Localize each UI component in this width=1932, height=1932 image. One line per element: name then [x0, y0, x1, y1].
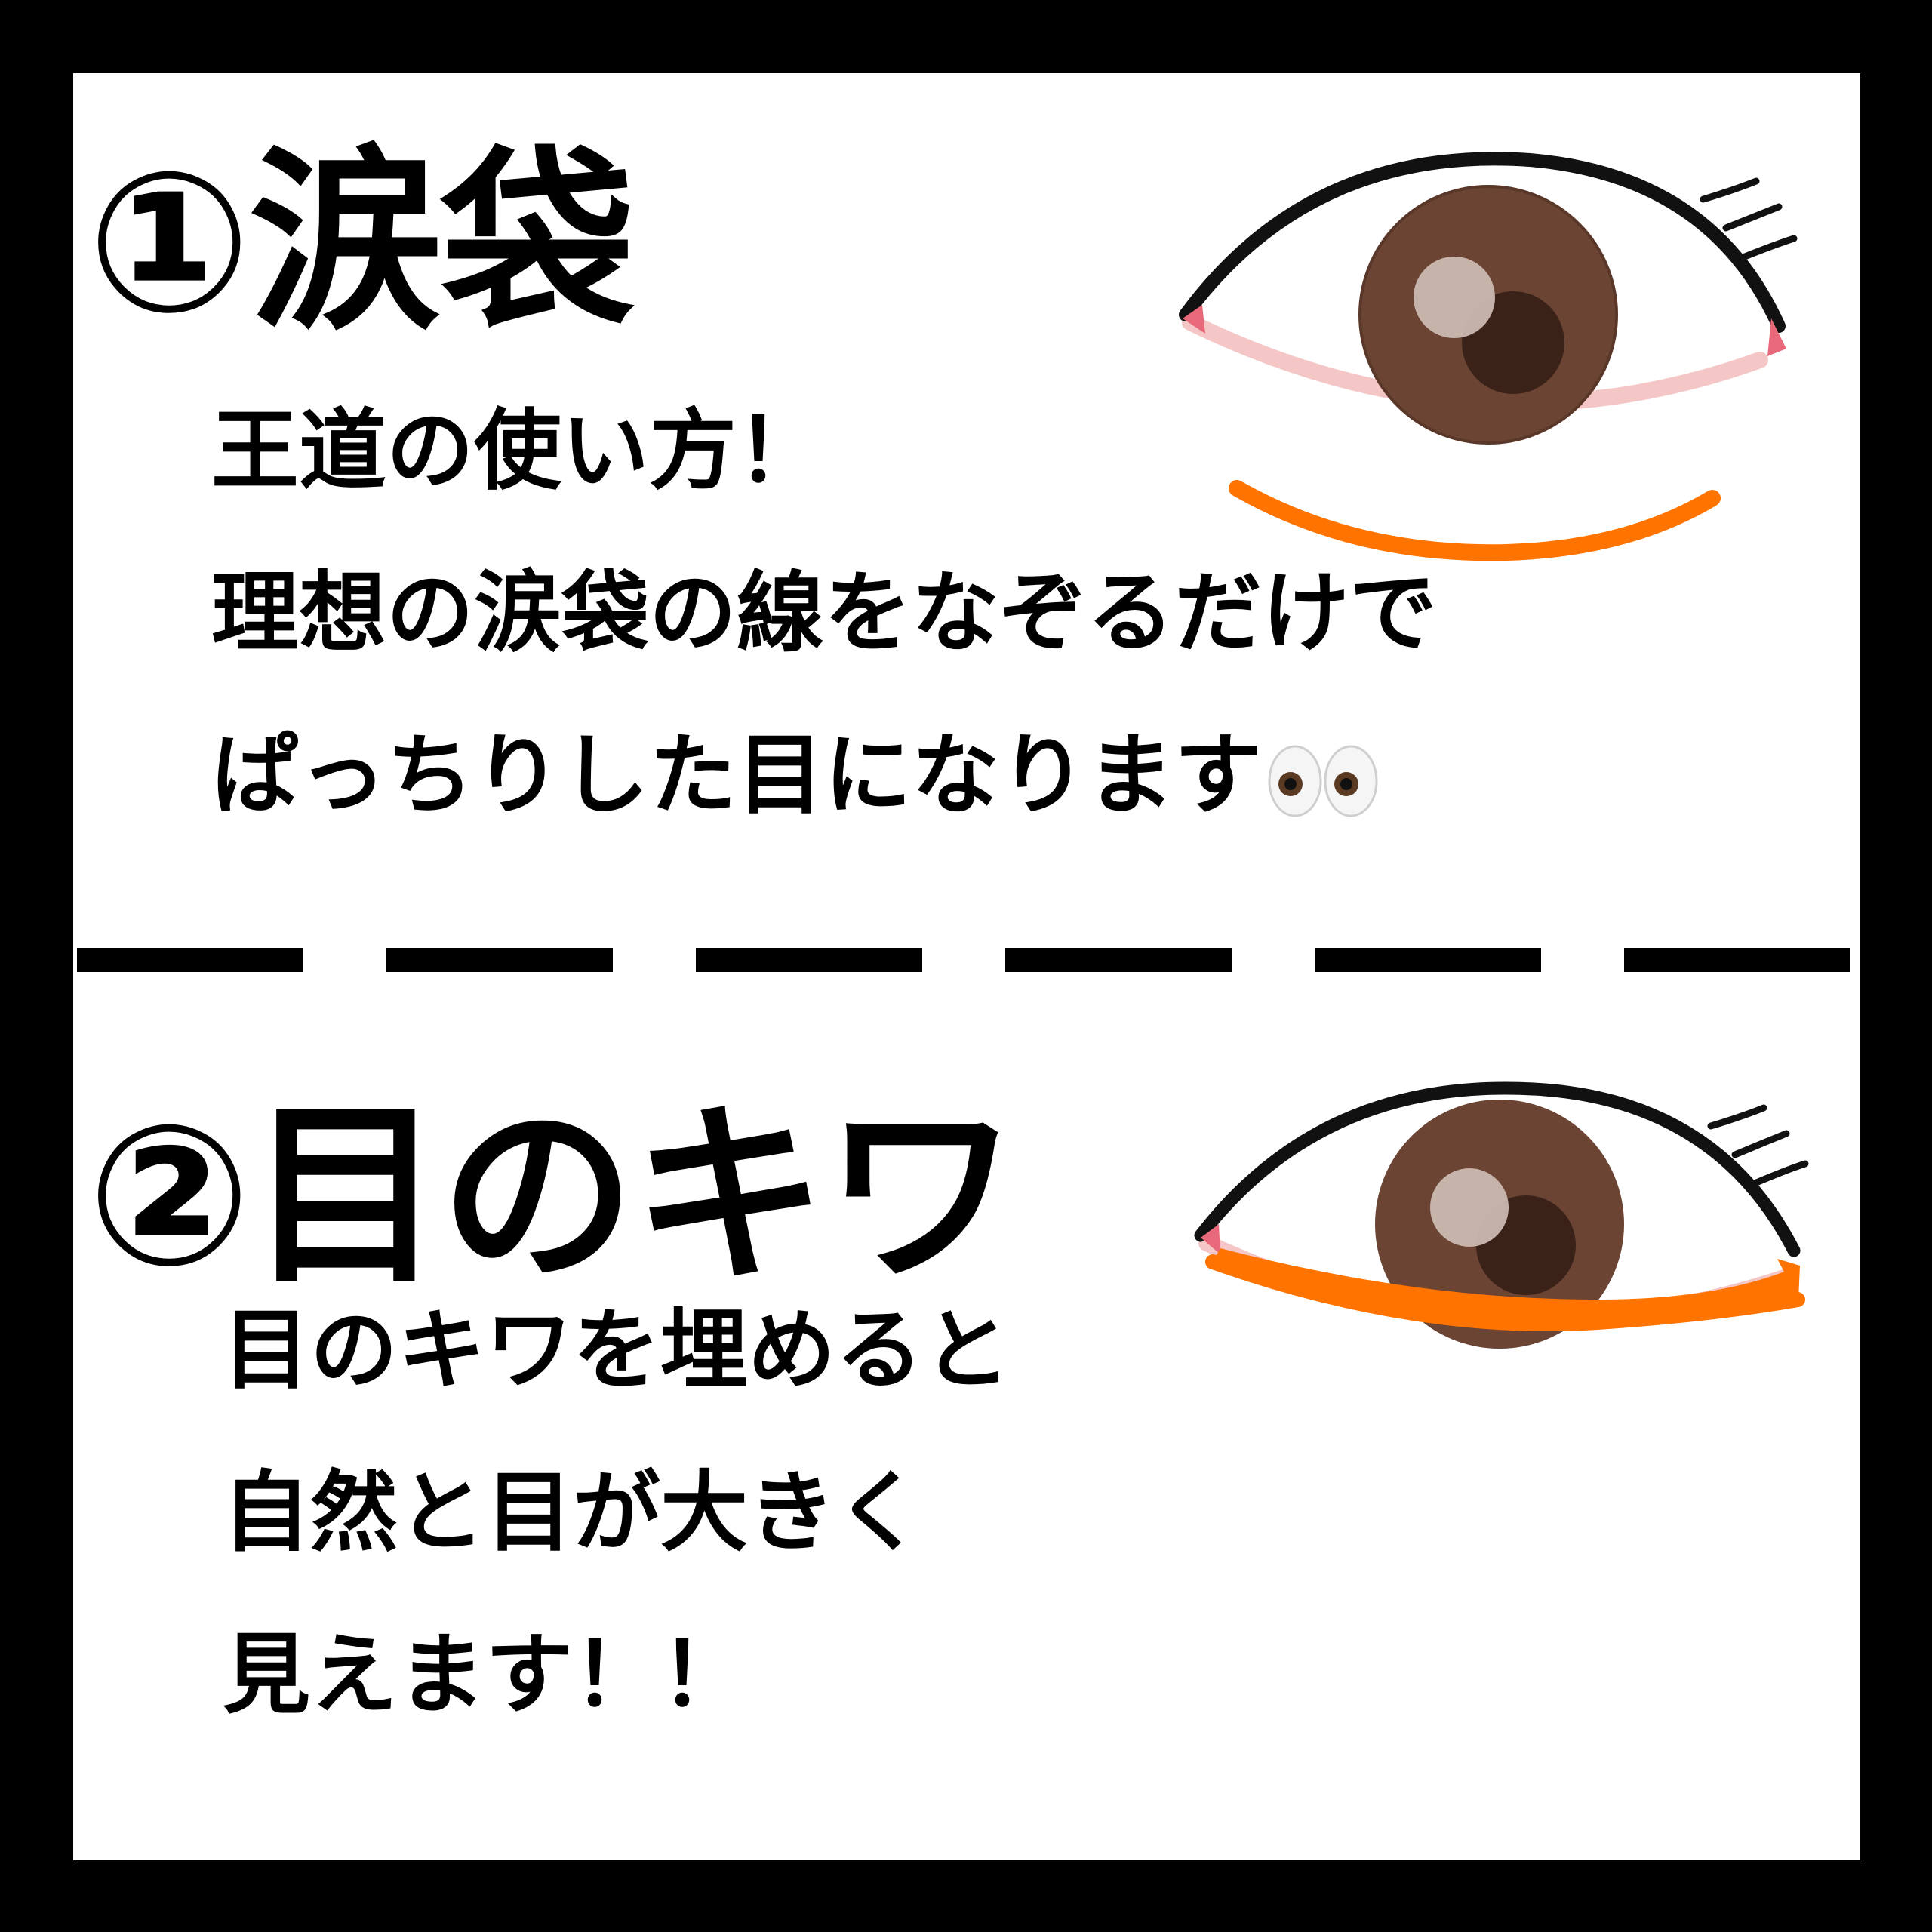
section-namidabukuro: ①涙袋 王道の使い方！ 理想の涙袋の線をなぞるだけで ぱっちりした目になります: [73, 73, 1860, 926]
section-1-line-1: 王道の使い方！: [211, 400, 824, 502]
section-1-line-2: 理想の涙袋の線をなぞるだけで: [211, 562, 1437, 664]
section-1-heading: ①涙袋: [87, 130, 635, 356]
section-2-line-1: 目のキワを埋めると: [223, 1300, 1011, 1401]
section-2-body: 目のキワを埋めると 自然と目が大きく 見えます！！: [223, 1269, 1011, 1756]
section-2-line-2: 自然と目が大きく: [223, 1462, 923, 1564]
eye-illustration-lash-line: [1194, 1081, 1809, 1349]
dashed-divider: [73, 948, 1860, 972]
eye-illustration-tear-bag: [1179, 152, 1798, 561]
section-2-line-3: 見えます！！: [223, 1624, 748, 1726]
section-2-heading: ②目のキワ: [87, 1083, 1018, 1309]
section-1-line-3-wrap: ぱっちりした目になります: [211, 694, 1437, 857]
content-panel: ①涙袋 王道の使い方！ 理想の涙袋の線をなぞるだけで ぱっちりした目になります: [73, 73, 1860, 1860]
section-1-line-3: ぱっちりした目になります: [211, 724, 1262, 826]
eyes-emoji-icon: [1268, 745, 1378, 817]
section-1-body: 王道の使い方！ 理想の涙袋の線をなぞるだけで ぱっちりした目になります: [211, 370, 1437, 857]
section-me-no-kiwa: ②目のキワ 目のキワを埋めると 自然と目が大きく 見えます！！: [73, 983, 1860, 1860]
